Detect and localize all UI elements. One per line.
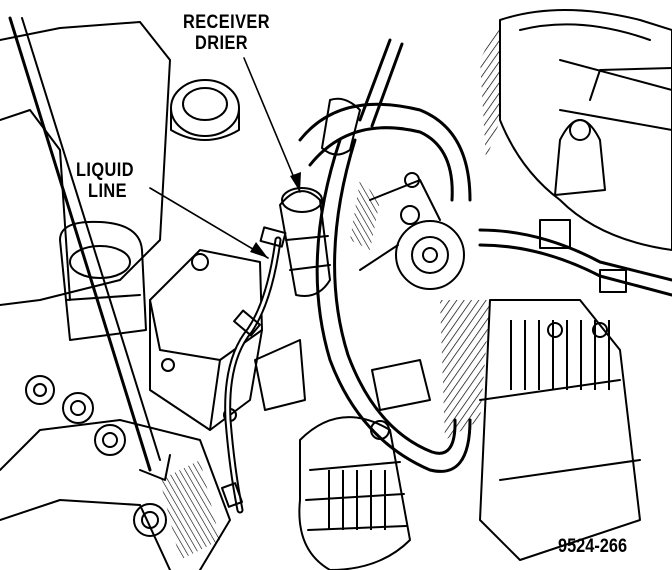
reservoir-cap bbox=[170, 79, 240, 141]
receiver-drier-label-line2: DRIER bbox=[195, 33, 249, 54]
figure-number: 9524-266 bbox=[558, 536, 628, 557]
valve-cover bbox=[499, 9, 672, 251]
liquid-line-tube bbox=[221, 226, 287, 514]
dipstick-rod bbox=[8, 16, 171, 481]
liquid-line-label: LIQUID LINE bbox=[76, 160, 134, 202]
bolts-lower-left bbox=[25, 375, 167, 537]
liquid-line-label-line1: LIQUID bbox=[76, 160, 134, 181]
washer-reservoir bbox=[59, 220, 147, 341]
compressor-fittings bbox=[254, 172, 441, 440]
leader-arrowheads bbox=[250, 172, 301, 258]
receiver-drier-label: RECEIVER DRIER bbox=[183, 12, 270, 54]
body-panel-left bbox=[0, 21, 231, 570]
receiver-drier-canister bbox=[279, 187, 331, 297]
liquid-line-leader bbox=[149, 187, 269, 259]
air-cleaner-box bbox=[479, 299, 641, 561]
shadow-hatching bbox=[160, 20, 500, 560]
upper-hose bbox=[298, 38, 472, 202]
center-hose bbox=[315, 138, 472, 473]
receiver-drier-label-line1: RECEIVER bbox=[183, 12, 270, 33]
wiring-harness bbox=[478, 219, 672, 297]
spark-plug-boot bbox=[554, 67, 672, 196]
generator bbox=[298, 416, 411, 570]
idler-pulley bbox=[359, 220, 465, 290]
receiver-drier-leader bbox=[243, 57, 301, 193]
leader-lines bbox=[149, 57, 301, 259]
liquid-line-label-line2: LINE bbox=[88, 181, 127, 202]
